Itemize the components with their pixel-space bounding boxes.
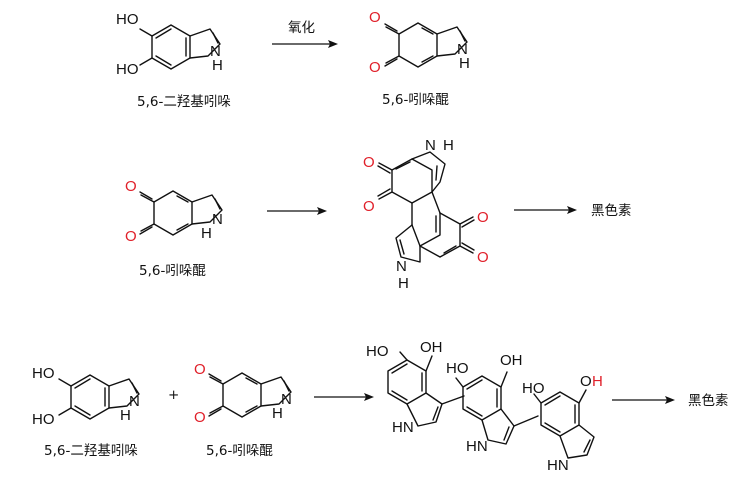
nitrogen-label: N xyxy=(425,137,436,154)
bonds-iq-row2 xyxy=(139,190,223,236)
hydroxyl-label: OH xyxy=(500,352,523,369)
product-melanin-row3: 黑色素 xyxy=(688,392,729,409)
molecule-iq-row3: O O N H xyxy=(194,361,292,426)
label-dhi-row3: 5,6-二羟基吲哚 xyxy=(44,442,138,459)
hydrogen-label: H xyxy=(398,275,409,292)
hydrogen-label: H xyxy=(201,225,212,242)
bonds-iq-row1 xyxy=(384,22,468,68)
hn-label: HN xyxy=(392,419,414,436)
label-iq-row1: 5,6-吲哚醌 xyxy=(382,92,449,108)
oxygen-label: O xyxy=(369,9,381,26)
hydrogen-label: H xyxy=(443,137,454,154)
product-melanin-row2: 黑色素 xyxy=(591,202,632,219)
oxygen-label: O xyxy=(363,154,375,171)
oxygen-label: O xyxy=(477,209,489,226)
label-dhi-row1: 5,6-二羟基吲哚 xyxy=(137,93,231,110)
hn-label: HN xyxy=(466,438,488,455)
condition-oxidation: 氧化 xyxy=(288,20,315,36)
hydroxyl-label: OH xyxy=(420,339,443,356)
label-iq-row2: 5,6-吲哚醌 xyxy=(139,263,206,279)
nitrogen-label: N xyxy=(210,43,221,60)
arrow-row3-b xyxy=(612,396,675,404)
bonds-trimer-row3 xyxy=(387,351,595,459)
hydrogen-label: H xyxy=(272,405,283,422)
hydroxyl-label: HO xyxy=(32,365,55,382)
arrow-row3-a xyxy=(314,393,374,401)
plus-sign: + xyxy=(168,387,179,403)
molecule-dhi-row3: HO HO N H xyxy=(32,365,140,428)
hydroxyl-label: HO xyxy=(116,11,139,28)
nitrogen-label: N xyxy=(129,393,140,410)
molecule-iq-row2: O O N H xyxy=(125,178,223,245)
hydrogen-label: H xyxy=(459,55,470,72)
hydroxyl-label: HO xyxy=(116,61,139,78)
molecule-dhi-row1: HO HO N H xyxy=(116,11,223,78)
molecule-dimer-row2: O O O O N H N H xyxy=(363,137,489,292)
arrow-oxidation xyxy=(272,40,338,48)
hydroxyl-label: HO xyxy=(522,380,545,397)
oxygen-label: O xyxy=(125,228,137,245)
hydroxyl-label: HO xyxy=(366,343,389,360)
hydroxyl-label: HO xyxy=(32,411,55,428)
bonds-dhi-row1 xyxy=(139,24,221,70)
molecule-iq-row1: O O N H xyxy=(369,9,470,76)
bonds-iq-row3 xyxy=(208,372,292,418)
label-iq-row3: 5,6-吲哚醌 xyxy=(206,443,273,459)
hydrogen-label: H xyxy=(212,57,223,74)
oxygen-label: O xyxy=(125,178,137,195)
molecule-trimer-row3: HO OH HO OH HO O H HN HN HN xyxy=(366,339,603,474)
nitrogen-label: N xyxy=(281,391,292,408)
oxygen-label: O xyxy=(194,361,206,378)
oxygen-label: O xyxy=(369,59,381,76)
bonds-dhi-row3 xyxy=(58,374,140,420)
hydrogen-label: H xyxy=(120,407,131,424)
hydroxyl-label-o: O xyxy=(580,373,592,390)
oxygen-label: O xyxy=(363,198,375,215)
hydroxyl-label-h: H xyxy=(592,373,603,390)
arrow-row2-b xyxy=(514,206,577,214)
nitrogen-label: N xyxy=(457,41,468,58)
bonds-dimer-row2 xyxy=(377,151,475,263)
nitrogen-label: N xyxy=(212,211,223,228)
nitrogen-label: N xyxy=(396,258,407,275)
arrow-row2-a xyxy=(267,207,327,215)
oxygen-label: O xyxy=(194,409,206,426)
hn-label: HN xyxy=(547,457,569,474)
hydroxyl-label: HO xyxy=(446,360,469,377)
oxygen-label: O xyxy=(477,249,489,266)
